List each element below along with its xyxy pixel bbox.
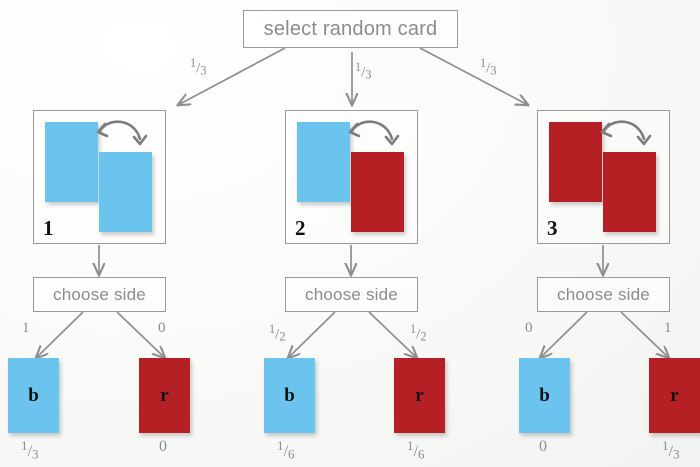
leaf-label-5: b <box>539 384 550 406</box>
card-left-1 <box>45 122 98 202</box>
leaf-label-6: r <box>670 384 679 406</box>
choose-side-node-2[interactable]: choose side <box>285 277 418 312</box>
leaf-label-4: r <box>415 384 424 406</box>
edge-label-choose-1-right: 0 <box>158 320 166 336</box>
state-index-1: 1 <box>43 216 54 240</box>
edge-label-choose-2-left: 1/2 <box>269 322 286 344</box>
edge-label-choose-1-left: 1 <box>22 320 30 336</box>
leaf-card-3[interactable]: b <box>264 358 315 433</box>
leaf-card-6[interactable]: r <box>649 358 700 433</box>
flip-arrow-icon-1 <box>96 120 148 146</box>
choose-side-node-1[interactable]: choose side <box>33 277 166 312</box>
state-box-2[interactable]: 2 <box>285 110 418 244</box>
card-right-1 <box>99 152 152 232</box>
leaf-probability-5: 0 <box>539 438 547 455</box>
state-index-2: 2 <box>295 216 306 240</box>
leaf-card-2[interactable]: r <box>139 358 190 433</box>
leaf-label-1: b <box>28 384 39 406</box>
flip-arrow-icon-2 <box>348 120 400 146</box>
leaf-label-3: b <box>284 384 295 406</box>
state-box-1[interactable]: 1 <box>33 110 166 244</box>
edge-choose-1-to-leaf-1 <box>36 311 84 358</box>
choose-side-label-3: choose side <box>557 284 650 304</box>
edge-label-choose-3-left: 0 <box>525 320 533 336</box>
leaf-card-5[interactable]: b <box>519 358 570 433</box>
edge-label-root-3: 1/3 <box>480 56 497 78</box>
edge-choose-2-to-leaf-3 <box>288 311 336 358</box>
state-box-3[interactable]: 3 <box>537 110 670 244</box>
root-node-select-random-card[interactable]: select random card <box>243 10 458 48</box>
edge-label-choose-3-right: 1 <box>664 320 672 336</box>
card-right-2 <box>351 152 404 232</box>
flip-arrow-icon-3 <box>600 120 652 146</box>
root-node-label: select random card <box>263 17 438 40</box>
choose-side-node-3[interactable]: choose side <box>537 277 670 312</box>
choose-side-label-1: choose side <box>53 284 146 304</box>
leaf-probability-6: 1/3 <box>662 438 680 462</box>
edge-root-to-state-3 <box>419 47 528 105</box>
leaf-card-1[interactable]: b <box>8 358 59 433</box>
edge-label-root-2: 1/3 <box>355 60 372 82</box>
leaf-label-2: r <box>160 384 169 406</box>
card-left-2 <box>297 122 350 202</box>
state-index-3: 3 <box>547 216 558 240</box>
edge-label-choose-2-right: 1/2 <box>410 322 427 344</box>
edge-choose-3-to-leaf-6 <box>620 311 669 358</box>
edge-choose-3-to-leaf-5 <box>540 311 588 358</box>
leaf-probability-1: 1/3 <box>21 438 39 462</box>
edge-label-root-1: 1/3 <box>190 56 207 78</box>
leaf-probability-2: 0 <box>159 438 167 455</box>
leaf-probability-4: 1/6 <box>407 438 425 462</box>
leaf-card-4[interactable]: r <box>394 358 445 433</box>
card-right-3 <box>603 152 656 232</box>
leaf-probability-3: 1/6 <box>277 438 295 462</box>
card-left-3 <box>549 122 602 202</box>
choose-side-label-2: choose side <box>305 284 398 304</box>
